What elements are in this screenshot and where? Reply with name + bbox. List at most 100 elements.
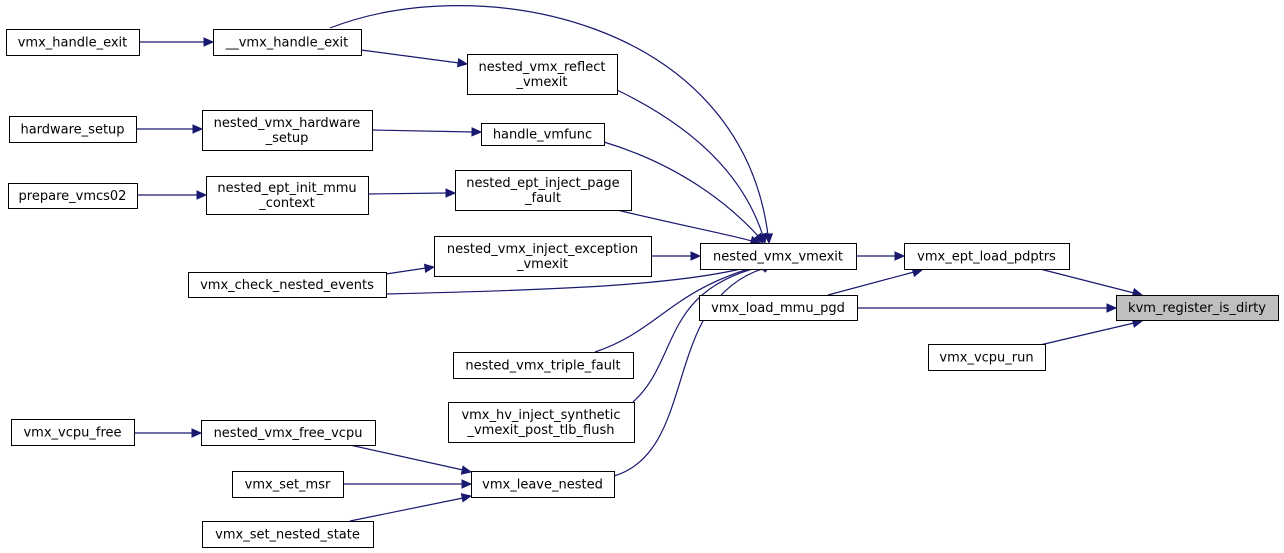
node-vmx_vcpu_free[interactable]: vmx_vcpu_free	[11, 419, 135, 446]
edge-line	[367, 192, 448, 195]
node-vmx_leave_nested[interactable]: vmx_leave_nested	[471, 471, 615, 498]
node-label: vmx_load_mmu_pgd	[711, 301, 845, 316]
edge-line	[349, 497, 464, 522]
edge-vmx_load_mmu_pgd-to-kvm_register_is_dirty	[857, 303, 1118, 313]
node-nested_vmx_hardware_setup[interactable]: nested_vmx_hardware_setup	[202, 110, 373, 151]
node-label: nested_ept_inject_page	[466, 176, 619, 191]
node-box	[6, 29, 140, 56]
node-label: vmx_handle_exit	[18, 36, 128, 51]
node-nested_vmx_triple_fault[interactable]: nested_vmx_triple_fault	[453, 352, 634, 379]
node-box	[471, 471, 615, 498]
arrowhead-icon	[460, 465, 473, 475]
node-box	[699, 295, 858, 321]
node-label: vmx_ept_load_pdptrs	[917, 250, 1056, 265]
edge-prepare_vmcs02-to-nested_ept_init_mmu_context	[137, 190, 208, 200]
node-label: _context	[258, 196, 315, 211]
edge-line	[613, 267, 766, 477]
arrowhead-icon	[753, 232, 764, 244]
nodes-layer: vmx_handle_exit __vmx_handle_exit nested_v…	[6, 29, 1279, 548]
node-box	[11, 419, 135, 446]
edge-line	[385, 267, 427, 275]
node-label: nested_vmx_vmexit	[713, 250, 843, 265]
node-box	[206, 176, 369, 215]
edge-vmx_vcpu_run-to-kvm_register_is_dirty	[1039, 318, 1144, 346]
node-label: vmx_vcpu_run	[939, 351, 1033, 366]
node-box	[467, 54, 618, 95]
node-box	[928, 344, 1046, 371]
node-box	[700, 243, 857, 270]
edge-vmx_check_nested_events-to-nested_vmx_inject_exception_vmexit	[385, 263, 436, 275]
node-vmx_vcpu_run[interactable]: vmx_vcpu_run	[928, 344, 1046, 371]
node-nested_ept_init_mmu_context[interactable]: nested_ept_init_mmu_context	[206, 176, 369, 215]
node-box	[1116, 295, 1279, 321]
node-vmx_load_mmu_pgd[interactable]: vmx_load_mmu_pgd	[699, 295, 858, 321]
edge-nested_ept_init_mmu_context-to-nested_ept_inject_page_fault	[367, 188, 457, 198]
node-label: vmx_set_nested_state	[215, 528, 360, 543]
edge-line	[371, 129, 474, 133]
node-label: nested_ept_init_mmu	[217, 181, 356, 196]
arrowhead-icon	[192, 124, 204, 134]
node-box	[481, 123, 605, 146]
node-label: _fault	[524, 191, 561, 206]
node-nested_vmx_inject_exception_vmexit[interactable]: nested_vmx_inject_exception_vmexit	[434, 236, 652, 277]
node-label: vmx_leave_nested	[482, 478, 603, 493]
edge-vmx_load_mmu_pgd-to-vmx_ept_load_pdptrs	[827, 267, 924, 296]
arrowhead-icon	[1106, 303, 1118, 313]
node-label: __vmx_handle_exit	[225, 36, 349, 51]
edge-line	[1039, 322, 1135, 346]
edge-line	[385, 263, 761, 295]
edge-nested_vmx_free_vcpu-to-vmx_leave_nested	[349, 444, 473, 475]
node-vmx_hv_inject_synthetic_vmexit_post_tlb_flush[interactable]: vmx_hv_inject_synthetic_vmexit_post_tlb_…	[448, 402, 635, 443]
node-kvm_register_is_dirty[interactable]: kvm_register_is_dirty	[1116, 295, 1279, 321]
node-label: nested_vmx_reflect	[479, 60, 606, 75]
node-box	[202, 521, 374, 548]
arrowhead-icon	[894, 251, 906, 261]
edge-vmx_set_msr-to-vmx_leave_nested	[343, 479, 473, 489]
edge-vmx_handle_exit-to-__vmx_handle_exit	[139, 37, 215, 47]
edge-handle_vmfunc-to-nested_vmx_vmexit	[603, 141, 764, 244]
node-label: vmx_hv_inject_synthetic	[461, 408, 620, 423]
node-vmx_set_msr[interactable]: vmx_set_msr	[232, 471, 344, 498]
arrowhead-icon	[191, 428, 203, 438]
node-vmx_check_nested_events[interactable]: vmx_check_nested_events	[188, 272, 387, 298]
node-box	[453, 352, 634, 379]
node-box	[448, 402, 635, 443]
node-box	[434, 236, 652, 277]
arrowhead-icon	[690, 251, 702, 261]
arrowhead-icon	[445, 188, 457, 198]
node-nested_vmx_free_vcpu[interactable]: nested_vmx_free_vcpu	[201, 420, 376, 446]
node-hardware_setup[interactable]: hardware_setup	[9, 116, 137, 143]
node-nested_vmx_vmexit[interactable]: nested_vmx_vmexit	[700, 243, 857, 270]
node-box	[455, 170, 632, 211]
edge-nested_vmx_reflect_vmexit-to-nested_vmx_vmexit	[616, 89, 767, 245]
node-nested_ept_inject_page_fault[interactable]: nested_ept_inject_page_fault	[455, 170, 632, 211]
node-label: kvm_register_is_dirty	[1128, 301, 1266, 316]
edge-vmx_vcpu_free-to-nested_vmx_free_vcpu	[134, 428, 203, 438]
node-nested_vmx_reflect_vmexit[interactable]: nested_vmx_reflect_vmexit	[467, 54, 618, 95]
node-label: vmx_set_msr	[245, 478, 331, 493]
node-box	[9, 116, 137, 143]
node-vmx_handle_exit[interactable]: vmx_handle_exit	[6, 29, 140, 56]
edge-hardware_setup-to-nested_vmx_hardware_setup	[136, 124, 204, 134]
edge-line	[594, 264, 763, 353]
node-label: nested_vmx_inject_exception	[447, 242, 638, 257]
edge-line	[827, 271, 915, 296]
arrowhead-icon	[471, 127, 483, 137]
node-vmx_set_nested_state[interactable]: vmx_set_nested_state	[202, 521, 374, 548]
arrowhead-icon	[460, 493, 473, 503]
node-box	[904, 243, 1070, 270]
node-box	[8, 183, 138, 209]
node-label: _vmexit	[516, 257, 568, 272]
node-prepare_vmcs02[interactable]: prepare_vmcs02	[8, 183, 138, 209]
arrowhead-icon	[461, 479, 473, 489]
arrowhead-icon	[196, 190, 208, 200]
node-vmx_ept_load_pdptrs[interactable]: vmx_ept_load_pdptrs	[904, 243, 1070, 270]
node-__vmx_handle_exit[interactable]: __vmx_handle_exit	[213, 29, 362, 56]
edge-line	[603, 141, 760, 238]
edge-line	[616, 209, 753, 242]
node-handle_vmfunc[interactable]: handle_vmfunc	[481, 123, 605, 146]
node-label: prepare_vmcs02	[19, 189, 127, 204]
arrowhead-icon	[456, 57, 469, 68]
edge-line	[632, 265, 765, 403]
